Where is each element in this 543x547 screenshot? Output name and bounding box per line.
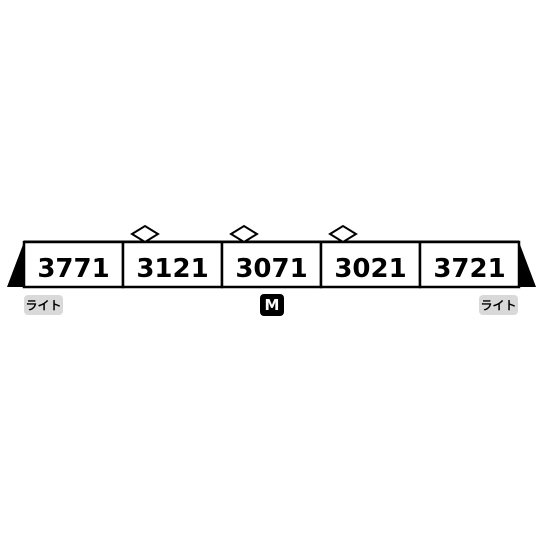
left-light-label: ライト [25,299,61,313]
left-light-badge: ライト [24,295,63,315]
right-light-badge: ライト [479,295,518,315]
right-light-label: ライト [480,299,516,313]
pantograph-3071 [229,224,259,244]
car-number-3771: 3771 [37,254,109,284]
car-number-3071: 3071 [235,254,307,284]
pantograph-3121 [130,224,160,244]
car-body-3721 [418,240,521,289]
pantograph-layer [130,224,358,244]
cars-layer: 3771 3121 3071 3021 3721 [22,240,521,289]
right-cab-nose [519,242,536,287]
car-number-3021: 3021 [334,254,406,284]
car-number-3121: 3121 [136,254,208,284]
motor-label: M [265,296,280,314]
pantograph-3021 [328,224,358,244]
car-body-3121 [121,240,224,289]
car-body-3071 [220,240,323,289]
left-cab-nose [7,242,24,287]
motor-badge: M [260,294,284,316]
car-number-3721: 3721 [433,254,505,284]
